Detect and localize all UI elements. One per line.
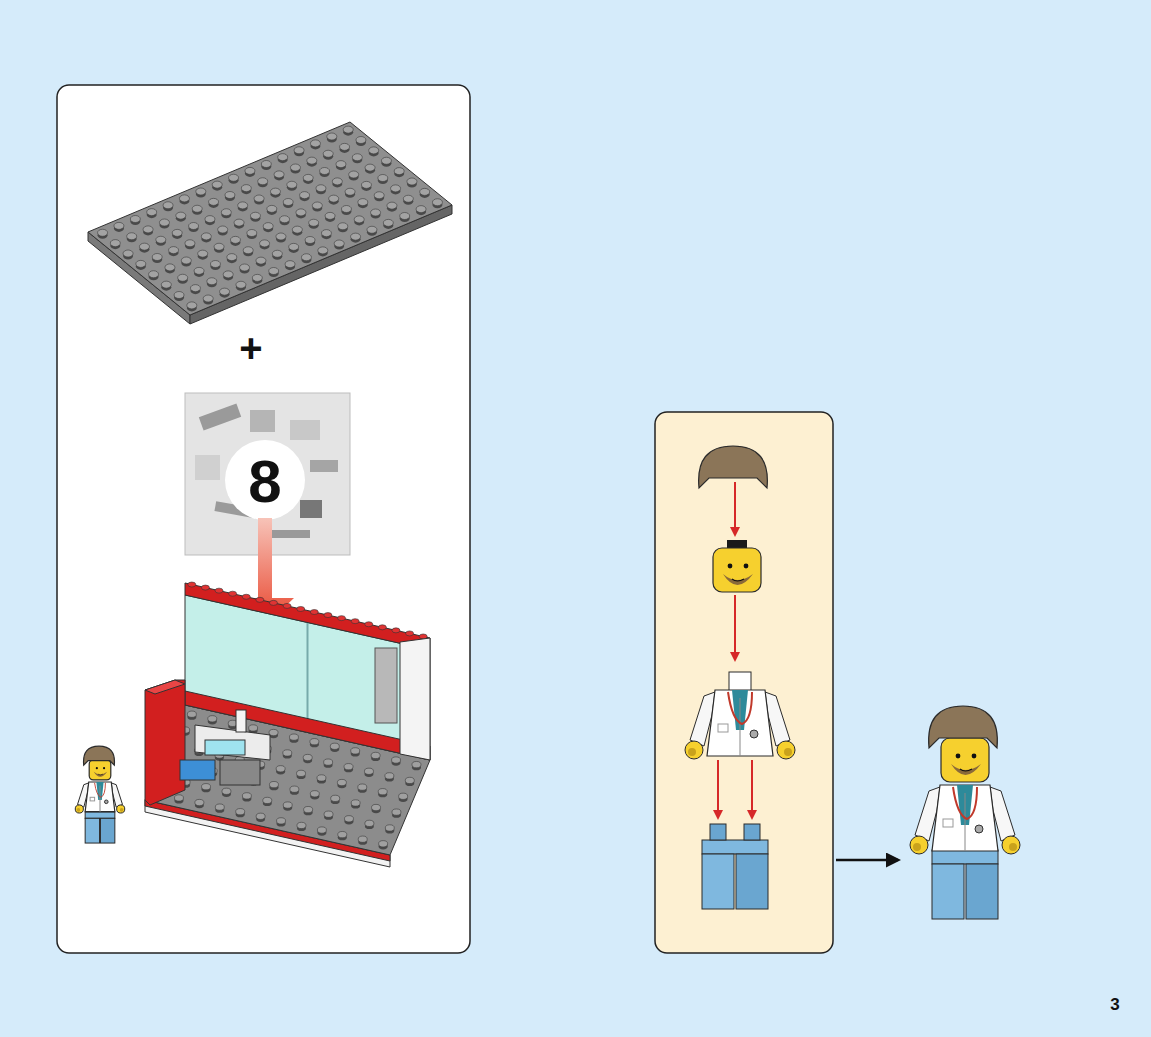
bag-number: 8 [248, 452, 281, 512]
minifigure-parts [685, 446, 795, 909]
page-number: 3 [1110, 996, 1119, 1013]
minifigure [75, 746, 124, 843]
minifig-panel [655, 412, 833, 953]
step-panel [57, 85, 470, 953]
plus-symbol: + [239, 328, 262, 368]
building-model [145, 582, 430, 867]
baseplate [88, 122, 452, 324]
minifigure [910, 706, 1020, 919]
result-arrow [836, 859, 898, 862]
